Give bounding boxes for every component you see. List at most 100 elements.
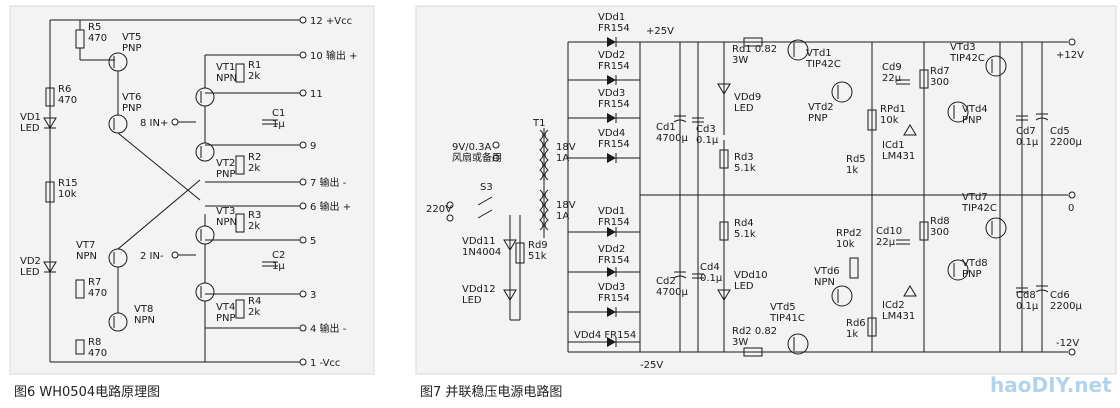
terminal-label-0: 10 输出 +: [310, 49, 357, 62]
transformer-t1-icon: [539, 128, 549, 238]
terminal-12: [299, 16, 307, 24]
label-plus-12v: +12V: [1056, 50, 1084, 61]
label-s3: S3: [480, 182, 493, 193]
terminal-label-4: 7 输出 -: [310, 176, 347, 189]
terminal-label-1: 11: [310, 89, 323, 100]
terminal-10: [299, 51, 307, 59]
figure-6-caption: 图6 WH0504电路原理图: [14, 384, 160, 400]
fig6-terminal-labels: 10 输出 +118 IN+97 输出 -6 输出 +52 IN-34 输出 -: [140, 49, 357, 335]
r7-resistor: [75, 279, 85, 299]
terminal-label-2: 8 IN+: [140, 118, 168, 129]
vdd9-led-icon: [717, 83, 731, 95]
terminal-7: [299, 178, 307, 186]
terminal-label-5: 6 输出 +: [310, 200, 351, 213]
watermark-logo: haoDIY.net: [990, 373, 1112, 397]
rpd1-potentiometer: [867, 109, 877, 131]
vtd5-transistor-icon: [787, 333, 809, 355]
terminal-4: [299, 324, 307, 332]
cross-wire-a: [117, 132, 201, 201]
vdd10-led-icon: [717, 289, 731, 301]
switch-s3-icon: [477, 196, 493, 206]
terminal-label-3: 9: [310, 141, 316, 152]
figure-7-caption: 图7 并联稳压电源电路图: [420, 384, 562, 400]
figure-6-frame: [9, 5, 375, 375]
terminal-3: [299, 290, 307, 298]
vtd3-transistor-icon: [985, 55, 1007, 77]
label-vdd4b: VDd4 FR154: [574, 330, 636, 341]
cross-wire-b: [117, 179, 201, 250]
bridge-diodes: [568, 37, 640, 347]
r6-resistor: [45, 87, 55, 107]
terminal-9: [299, 141, 307, 149]
terminal-plus-12: [1068, 38, 1076, 46]
terminal-label-6: 5: [310, 236, 316, 247]
vtd6-transistor-icon: [831, 285, 853, 307]
vtd8-transistor-icon: [947, 259, 969, 281]
label-plus-25v: +25V: [646, 26, 674, 37]
figure-7-frame: [415, 5, 1117, 375]
r4-resistor: [235, 299, 245, 319]
mains-terminal-b: [446, 214, 454, 222]
rd4-resistor: [719, 221, 729, 241]
rd6-resistor: [867, 317, 877, 337]
label-supply-neg: 1 -Vcc: [310, 358, 340, 369]
terminal-minus-12: [1068, 348, 1076, 356]
terminal-6: [299, 202, 307, 210]
r3-resistor: [235, 213, 245, 233]
label-minus-12v: -12V: [1056, 338, 1079, 349]
terminal-label-7: 2 IN-: [140, 251, 164, 262]
